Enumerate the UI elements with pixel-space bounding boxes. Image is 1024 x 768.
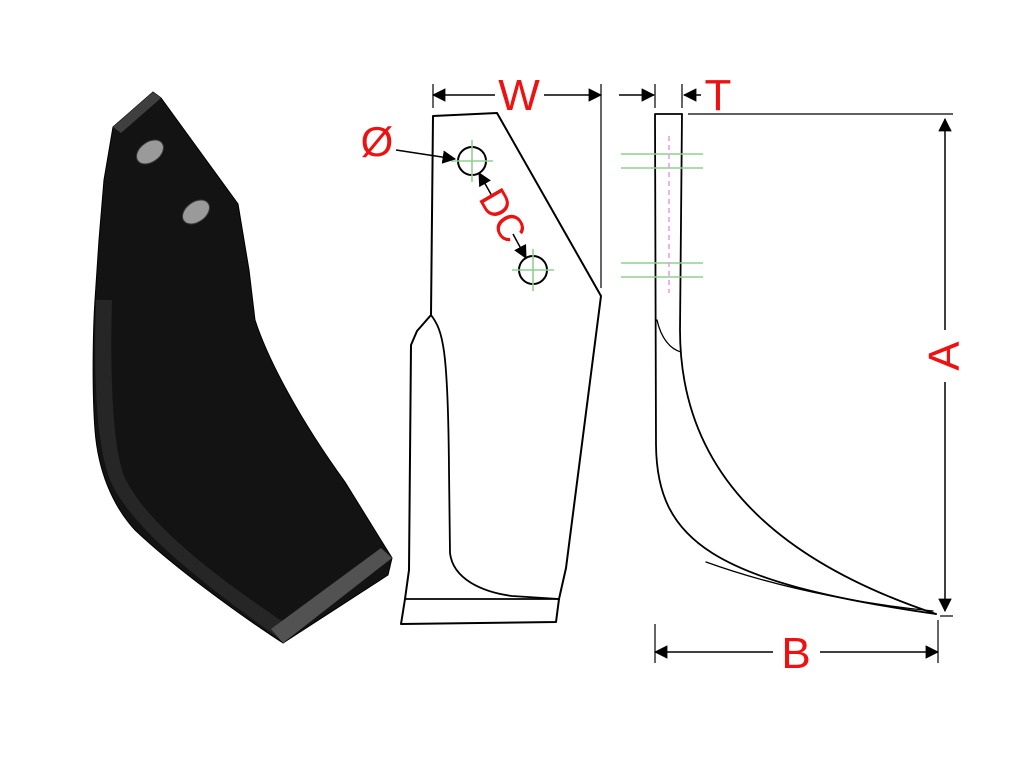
front-view-outline <box>400 112 602 625</box>
side-view-outer-line <box>654 113 937 615</box>
blade-3d-top-facet <box>113 92 161 133</box>
blade-3d-side-facet <box>95 300 293 641</box>
blade-3d-bevel-facet <box>271 548 392 643</box>
centers-arrow-lower <box>512 233 527 259</box>
width-dimension-label: W <box>498 71 540 120</box>
height-dimension-label: A <box>920 341 969 371</box>
blade-3d-view <box>92 91 393 644</box>
front-view-bend-line <box>430 314 560 600</box>
blade-3d-hole-1 <box>136 139 164 165</box>
blade-3d-hole-2 <box>182 199 210 225</box>
side-view-inner-line <box>679 113 937 615</box>
blade-3d-body <box>92 91 393 644</box>
side-view: T A B <box>619 71 969 678</box>
side-view-bevel-line <box>705 561 934 612</box>
front-view: W Ø DC <box>361 71 603 625</box>
side-view-inner-radius-line <box>656 319 682 353</box>
hole-diameter-label: Ø <box>361 118 394 165</box>
hole-diameter-leader <box>395 149 457 164</box>
centers-arrow-upper <box>478 172 493 197</box>
thickness-dimension-label: T <box>705 71 732 120</box>
length-dimension-label: B <box>781 629 810 678</box>
